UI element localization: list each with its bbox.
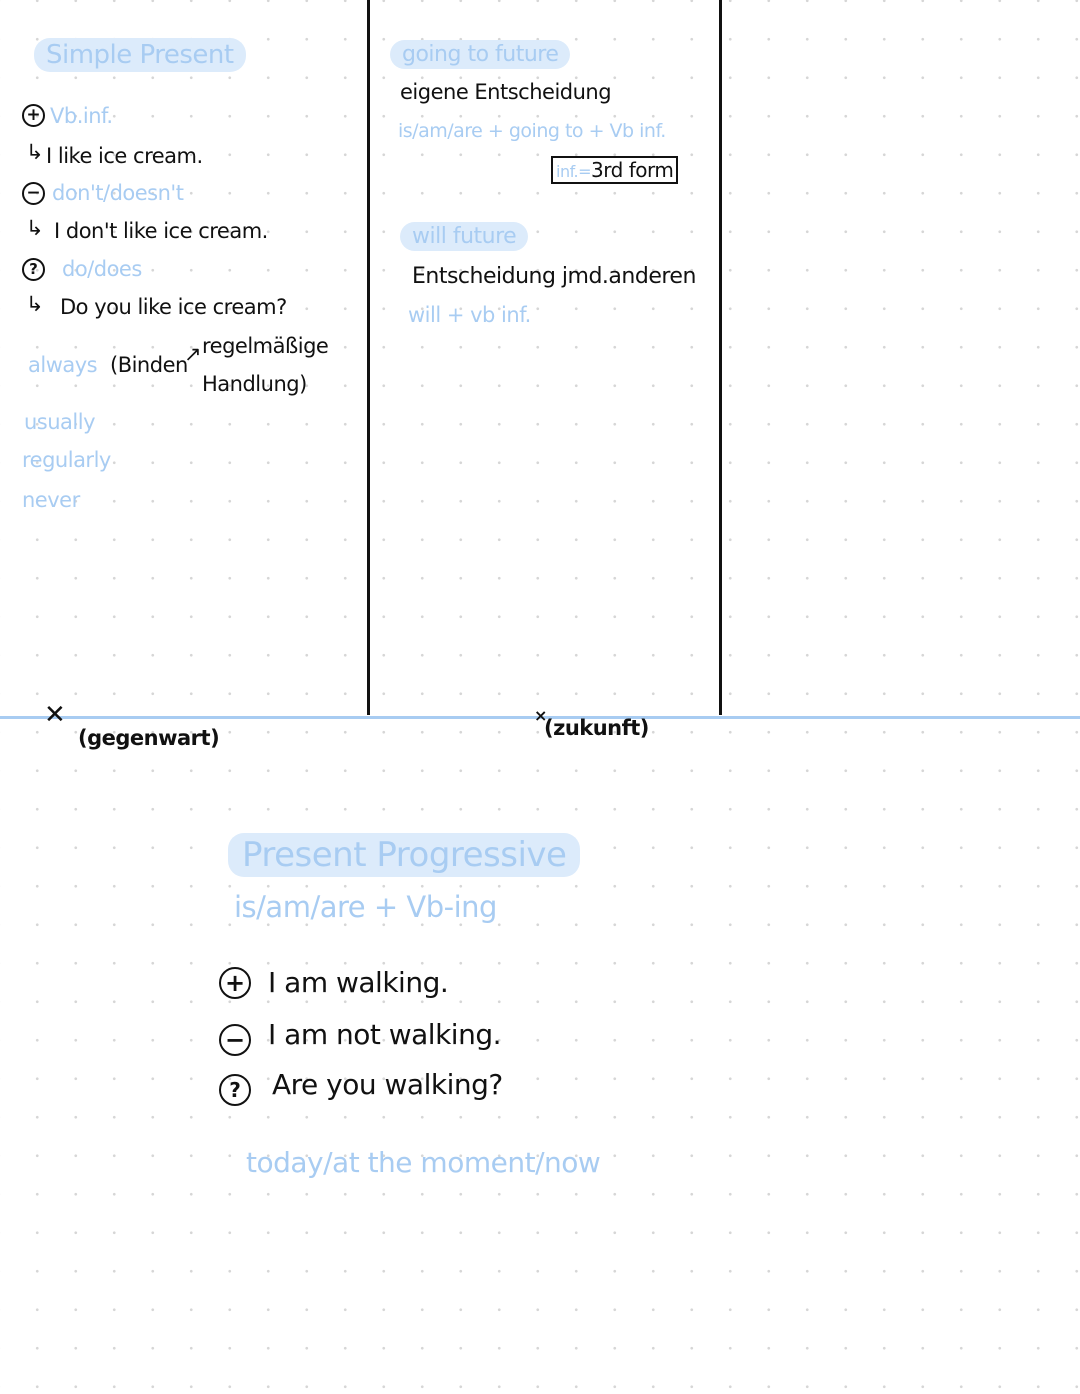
progressive-question-example: Are you walking? — [272, 1068, 503, 1101]
cross-icon: ✕ — [44, 700, 66, 730]
will-future-title: will future — [400, 222, 529, 251]
positive-example: I like ice cream. — [46, 144, 203, 168]
small-cross-icon: × — [534, 706, 547, 725]
plus-circle-icon: + — [22, 104, 45, 127]
negative-example: I don't like ice cream. — [54, 219, 268, 243]
note-binden: (Binden — [110, 353, 188, 377]
third-form-box: inf.=3rd form — [551, 156, 679, 184]
signal-regularly: regularly — [22, 448, 111, 472]
progressive-rule: is/am/are + Vb-ing — [234, 890, 497, 924]
box-text: 3rd form — [591, 158, 674, 182]
arrow-icon: ↳ — [26, 292, 44, 316]
progressive-negative-example: I am not walking. — [268, 1018, 502, 1051]
minus-circle-icon: − — [22, 182, 45, 205]
arrow-icon: ↳ — [26, 140, 44, 164]
box-prefix: inf.= — [556, 162, 592, 181]
minus-circle-icon: − — [219, 1024, 251, 1056]
question-circle-icon: ? — [219, 1074, 251, 1106]
signal-never: never — [22, 488, 80, 512]
signal-usually: usually — [24, 410, 96, 434]
question-circle-icon: ? — [22, 258, 45, 281]
will-rule: will + vb inf. — [408, 303, 531, 327]
plus-circle-icon: + — [219, 967, 251, 999]
signal-always: always — [28, 353, 98, 377]
going-to-meaning: eigene Entscheidung — [400, 80, 612, 104]
note-handlung: Handlung) — [202, 372, 307, 396]
progressive-signal-words: today/at the moment/now — [246, 1146, 601, 1179]
up-arrow-icon: ↗ — [184, 342, 202, 366]
note-regelmaessige: regelmäßige — [202, 334, 329, 358]
progressive-positive-example: I am walking. — [268, 966, 449, 999]
question-rule: do/does — [62, 257, 142, 281]
going-to-future-title: going to future — [390, 40, 571, 69]
question-example: Do you like ice cream? — [60, 295, 287, 319]
present-progressive-title: Present Progressive — [228, 833, 581, 877]
timeline — [0, 716, 1080, 719]
will-meaning: Entscheidung jmd.anderen — [412, 264, 696, 289]
positive-rule: Vb.inf. — [50, 104, 113, 128]
timeline-label-gegenwart: (gegenwart) — [78, 726, 220, 750]
arrow-icon: ↳ — [26, 216, 44, 240]
going-to-rule: is/am/are + going to + Vb inf. — [398, 120, 666, 142]
simple-present-title: Simple Present — [34, 38, 246, 72]
divider-vertical-2 — [719, 0, 722, 715]
negative-rule: don't/doesn't — [52, 181, 184, 205]
divider-vertical-1 — [367, 0, 370, 715]
timeline-label-zukunft: (zukunft) — [544, 716, 649, 740]
